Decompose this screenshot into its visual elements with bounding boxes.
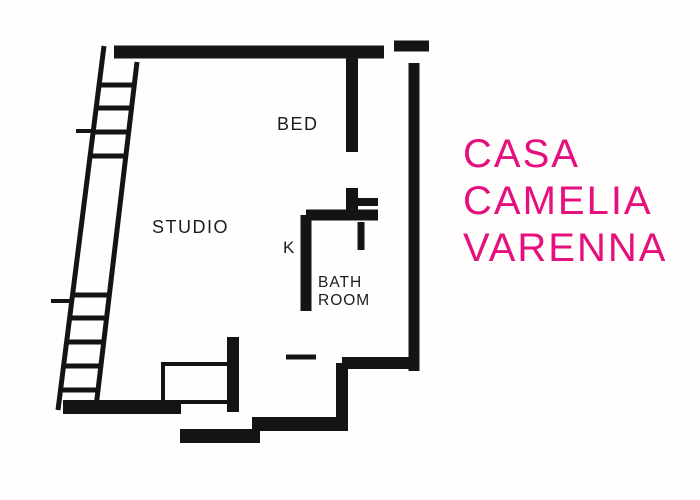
property-title-line-1: CASA [463,132,580,176]
label-bath-line2: ROOM [318,292,370,309]
property-title: CASA CAMELIA VARENNA [463,131,667,272]
stair-rail-outer [55,45,107,411]
label-bed: BED [277,114,319,134]
closet-outline [161,362,235,404]
label-kitchen: K [283,238,295,257]
stair-rail-inner [93,61,140,408]
label-bath-line1: BATH [318,274,362,291]
property-title-line-2: CAMELIA [463,179,653,223]
label-studio: STUDIO [152,217,229,237]
property-title-line-3: VARENNA [463,226,668,270]
